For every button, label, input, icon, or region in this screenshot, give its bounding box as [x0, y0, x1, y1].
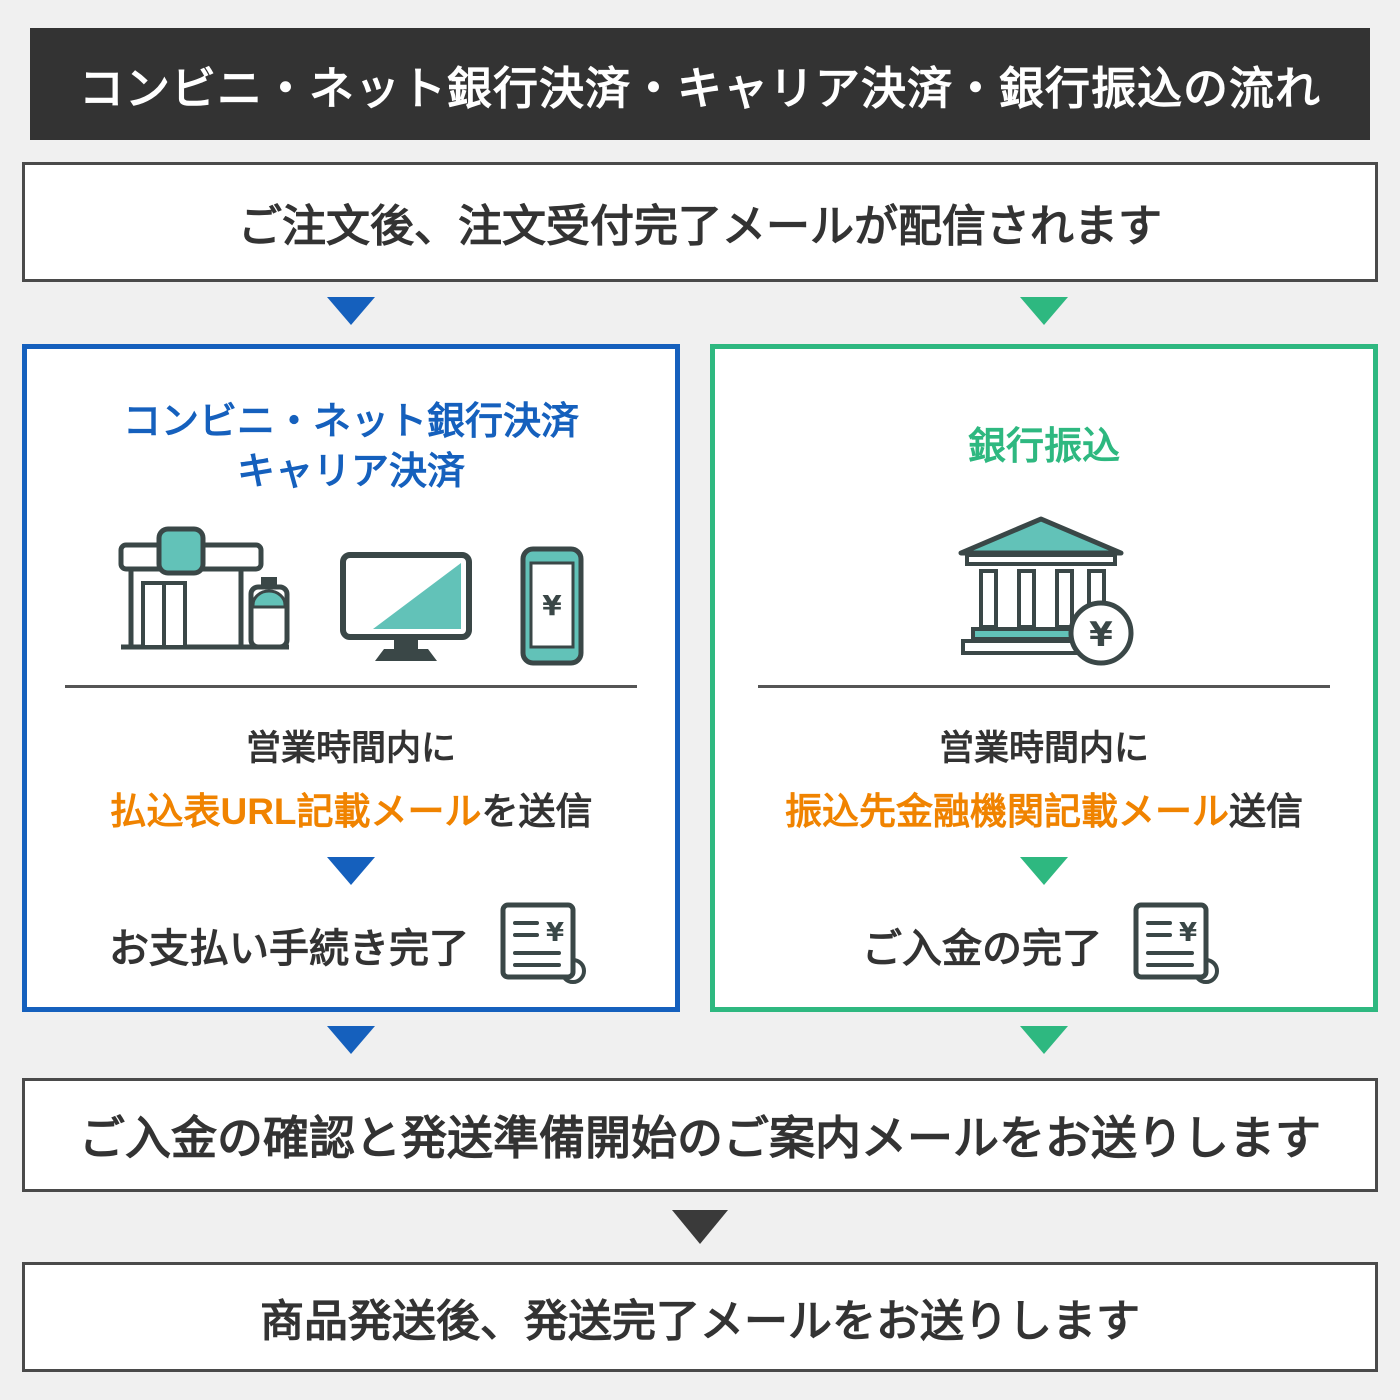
- right-column-title-text: 銀行振込: [967, 425, 1120, 468]
- left-payment-mail-text: 払込表URL記載メールを送信: [109, 781, 592, 835]
- right-complete-text: ご入金の完了: [862, 927, 1102, 971]
- right-transfer-mail-highlight: 振込先金融機関記載メール: [785, 791, 1229, 832]
- step-ship-email-text: 商品発送後、発送完了メールをお送りします: [260, 1297, 1140, 1346]
- left-business-hours-text: 営業時間内に: [245, 729, 456, 768]
- convenience-store-icon: [117, 525, 293, 667]
- down-arrow-blue-icon: [327, 1026, 375, 1054]
- step-order-email-box: ご注文後、注文受付完了メールが配信されます: [22, 162, 1378, 282]
- down-arrow-green-icon: [1020, 297, 1068, 325]
- step-order-email-text: ご注文後、注文受付完了メールが配信されます: [238, 202, 1162, 251]
- left-complete-text: お支払い手続き完了: [109, 927, 469, 971]
- down-arrow-green-icon: [1020, 857, 1068, 885]
- left-column-title-line1: コンビニ・ネット銀行決済: [122, 400, 579, 443]
- step-ship-email-box: 商品発送後、発送完了メールをお送りします: [22, 1262, 1378, 1372]
- page-title: コンビニ・ネット銀行決済・キャリア決済・銀行振込の流れ: [78, 62, 1321, 114]
- step-confirm-email-box: ご入金の確認と発送準備開始のご案内メールをお送りします: [22, 1078, 1378, 1192]
- right-column-divider: [758, 685, 1330, 688]
- right-column-title: 銀行振込: [968, 395, 1120, 499]
- yen-symbol: ¥: [542, 589, 562, 622]
- yen-symbol: ¥: [1179, 918, 1197, 948]
- right-column-icons: ¥: [949, 513, 1139, 667]
- left-column-title-line2: キャリア決済: [236, 451, 465, 493]
- receipt-icon: ¥: [1130, 901, 1226, 989]
- header-banner: コンビニ・ネット銀行決済・キャリア決済・銀行振込の流れ: [30, 28, 1370, 140]
- right-transfer-mail-suffix: 送信: [1229, 791, 1303, 832]
- right-transfer-mail-text: 振込先金融機関記載メール送信: [785, 781, 1303, 835]
- smartphone-icon: ¥: [519, 545, 585, 667]
- right-complete-row: ご入金の完了 ¥: [862, 901, 1226, 989]
- left-column-icons: ¥: [117, 513, 585, 667]
- column-bank-transfer: 銀行振込 ¥ 営業時間内に: [710, 344, 1378, 1012]
- step-confirm-email-text: ご入金の確認と発送準備開始のご案内メールをお送りします: [79, 1112, 1321, 1164]
- left-payment-mail-suffix: を送信: [481, 791, 593, 832]
- yen-symbol: ¥: [546, 918, 564, 948]
- yen-symbol: ¥: [1089, 615, 1113, 655]
- left-column-title: コンビニ・ネット銀行決済 キャリア決済: [123, 395, 579, 499]
- down-arrow-dark-icon: [672, 1210, 728, 1244]
- bank-icon: ¥: [949, 513, 1139, 667]
- left-column-divider: [65, 685, 637, 688]
- receipt-icon: ¥: [497, 901, 593, 989]
- down-arrow-blue-icon: [327, 297, 375, 325]
- down-arrow-green-icon: [1020, 1026, 1068, 1054]
- down-arrow-blue-icon: [327, 857, 375, 885]
- computer-monitor-icon: [339, 551, 473, 667]
- left-payment-mail-highlight: 払込表URL記載メール: [109, 791, 482, 832]
- column-konbini-netbank-carrier: コンビニ・ネット銀行決済 キャリア決済: [22, 344, 680, 1012]
- right-business-hours-text: 営業時間内に: [938, 729, 1149, 768]
- left-complete-row: お支払い手続き完了 ¥: [109, 901, 593, 989]
